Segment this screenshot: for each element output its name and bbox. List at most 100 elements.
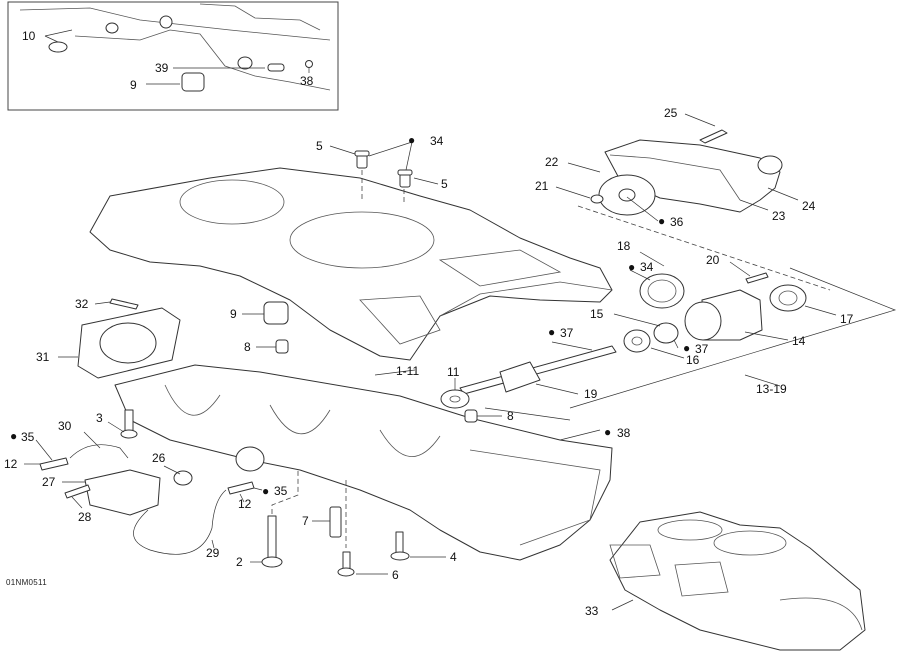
callout-16: 16: [686, 353, 700, 367]
callout-19: 19: [584, 387, 598, 401]
leader-26: [163, 465, 181, 475]
leader-19: [535, 383, 579, 395]
callout-24: 24: [802, 199, 816, 213]
leader-23: [739, 199, 769, 211]
callout-30: 30: [58, 419, 72, 433]
seal-15: [653, 322, 679, 344]
inset-frame: [7, 1, 339, 111]
leader-5b: [413, 177, 439, 185]
leader-36: [626, 196, 659, 222]
callout-11: 11: [447, 365, 460, 379]
leader-33: [611, 599, 634, 611]
callout-25: 25: [664, 106, 678, 120]
callout-35-right: 35: [274, 484, 288, 498]
engine-cylinder-1: [657, 519, 723, 541]
lube-icon-34a: ●: [408, 133, 415, 147]
lube-icon-35b: ●: [262, 484, 269, 498]
lube-icon-37b: ●: [683, 341, 690, 355]
callout-34-mid: 34: [640, 260, 654, 274]
reference-code: 01NM0511: [6, 578, 47, 587]
dowel-8b: [464, 409, 478, 423]
bolt-4-head: [390, 551, 410, 561]
reed-window: [438, 249, 562, 287]
callout-labels: 10 39 9 38 5 ● 34 5 25 22 21 ● 36 24 23 …: [4, 29, 854, 618]
o-ring-26: [173, 470, 193, 486]
bolt-4: [395, 531, 404, 555]
engine-cylinder-2: [713, 530, 787, 556]
callout-20: 20: [706, 253, 720, 267]
leader-14: [744, 331, 789, 341]
leader-34a-2: [405, 141, 413, 171]
dowel-8a: [275, 339, 289, 354]
lube-icon-35a: ●: [10, 429, 17, 443]
callout-12-right: 12: [238, 497, 252, 511]
lube-icon-36: ●: [658, 214, 665, 228]
callout-9-inset: 9: [130, 78, 137, 92]
leader-34b: [629, 269, 651, 281]
flange-edge: [439, 281, 613, 317]
bearing-11-bore: [449, 395, 461, 403]
bolt-25: [699, 129, 728, 144]
lower-crankcase-body: [114, 364, 613, 561]
bolt-3: [124, 409, 134, 433]
upper-crankcase-body: [89, 167, 613, 361]
bolt-3-head: [120, 429, 138, 439]
leader-20: [729, 261, 751, 277]
leader-15: [613, 313, 661, 327]
callout-3: 3: [96, 411, 103, 425]
callout-38-inset: 38: [300, 74, 314, 88]
shaft-group-13-19: [440, 251, 897, 421]
callout-8-lower: 8: [507, 409, 514, 423]
group-bracket-13-19: [569, 267, 897, 409]
upper-crankcase: [89, 167, 613, 361]
leader-38b: [559, 429, 601, 441]
leader-12b: [239, 493, 245, 503]
callout-6: 6: [392, 568, 399, 582]
gear-19: [499, 361, 541, 393]
callout-29: 29: [206, 546, 220, 560]
callout-12-left: 12: [4, 457, 18, 471]
leader-1-11: [374, 369, 416, 376]
bolt-2: [267, 515, 277, 559]
cylinder-bore-right: [289, 211, 435, 269]
lube-icon-37a: ●: [548, 325, 555, 339]
bolt-6-head: [337, 567, 355, 577]
lube-icon-34b: ●: [628, 260, 635, 274]
drive-housing-edge: [469, 449, 601, 546]
lube-icon-38: ●: [604, 425, 611, 439]
inset-plug-10: [48, 41, 68, 53]
leader-3: [107, 421, 125, 433]
callout-23: 23: [772, 209, 786, 223]
hose-30: [69, 444, 129, 459]
inset-bushing-9: [181, 72, 205, 92]
leader-16: [650, 347, 685, 359]
seal-18-inner: [647, 279, 677, 303]
callout-28: 28: [78, 510, 92, 524]
leader-35b: [253, 487, 263, 491]
leader-17: [804, 305, 837, 316]
callout-21: 21: [535, 179, 549, 193]
leader-21: [555, 186, 591, 199]
left-parts: [58, 298, 289, 379]
inset-connector-39: [267, 63, 285, 72]
bolt-2-axis: [271, 470, 299, 514]
oil-pump-assembly: [24, 409, 263, 555]
callout-22: 22: [545, 155, 559, 169]
bolts-5: [329, 141, 439, 205]
engine-assembly-33: [609, 511, 866, 651]
bolt-2-head: [261, 556, 283, 568]
leader-18: [639, 251, 665, 267]
engine-flange: [779, 597, 863, 631]
callout-1-11: 1-11: [396, 364, 419, 378]
bearing-11: [440, 389, 470, 409]
screw-28: [64, 484, 91, 499]
callout-17: 17: [840, 312, 854, 326]
screw-20: [745, 272, 769, 284]
callout-14: 14: [792, 334, 806, 348]
callout-5-right: 5: [441, 177, 448, 191]
main-bearing-saddle-3: [379, 429, 441, 457]
magneto-housing: [359, 295, 441, 345]
leader-29: [211, 539, 215, 549]
fitting-12a: [39, 457, 69, 471]
